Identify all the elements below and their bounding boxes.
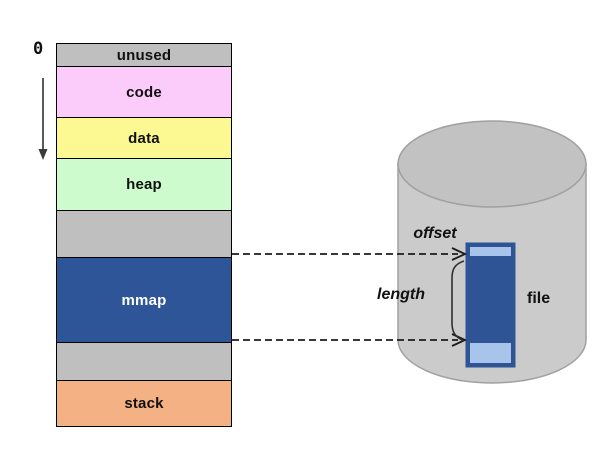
memory-segment-label: stack: [124, 395, 164, 412]
length-bracket-icon: [451, 260, 465, 342]
memory-segment-label: unused: [116, 46, 172, 64]
memory-column: unused code data heap mmap stack: [56, 43, 232, 427]
memory-segment-heap: heap: [57, 159, 231, 211]
memory-segment-stack: stack: [57, 381, 231, 426]
file-unmapped-top-band: [470, 247, 511, 256]
length-label: length: [377, 286, 425, 303]
memory-segment-gap-2: [57, 343, 231, 381]
memory-segment-gap-1: [57, 211, 231, 258]
file-label: file: [527, 290, 551, 307]
mmap-offset-arrow-icon: [232, 247, 468, 261]
memory-segment-label: data: [128, 129, 160, 147]
memory-segment-label: mmap: [121, 291, 167, 309]
memory-segment-label: code: [126, 83, 162, 101]
address-direction-arrow-icon: [38, 78, 48, 160]
address-origin-label: 0: [33, 39, 44, 59]
file-rect: [465, 242, 516, 368]
memory-segment-label: heap: [126, 176, 162, 193]
disk-cylinder-top: [397, 120, 587, 208]
memory-segment-unused: unused: [57, 44, 231, 67]
memory-segment-code: code: [57, 67, 231, 118]
file-unmapped-bottom-band: [470, 343, 511, 363]
memory-segment-data: data: [57, 118, 231, 159]
memory-segment-mmap: mmap: [57, 258, 231, 343]
offset-label: offset: [413, 225, 457, 242]
